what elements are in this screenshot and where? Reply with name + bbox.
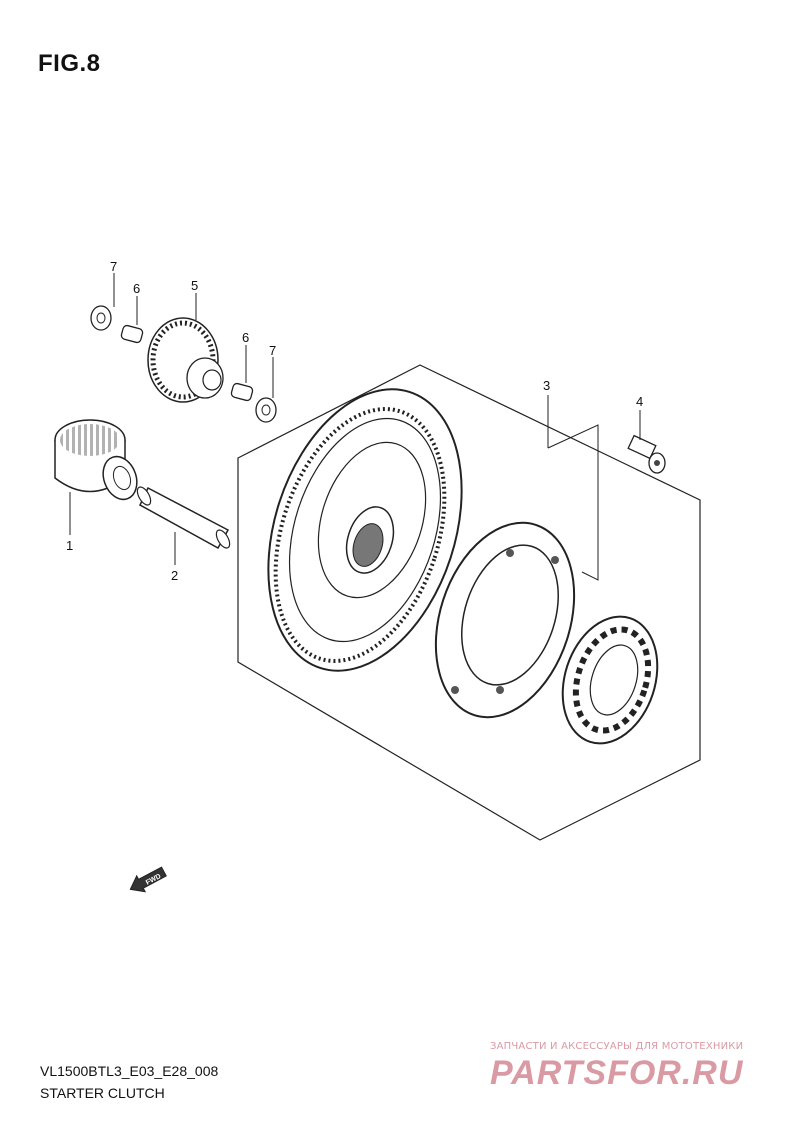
callout-5: 5 — [191, 278, 198, 293]
callout-2: 2 — [171, 568, 178, 583]
callout-7-upper: 7 — [110, 259, 117, 274]
bush-lower — [230, 382, 254, 402]
callout-4: 4 — [636, 394, 643, 409]
fwd-arrow-icon: FWD — [129, 866, 167, 893]
assembly-outline — [237, 364, 701, 841]
callout-6-upper: 6 — [133, 281, 140, 296]
callout-7-lower: 7 — [269, 343, 276, 358]
bolt — [627, 434, 666, 474]
reduction-gear — [147, 317, 224, 403]
clutch-housing — [434, 521, 576, 719]
watermark-logo-text: PARTSFOR.RU — [490, 1054, 744, 1091]
bush-upper — [120, 324, 144, 344]
callout-1: 1 — [66, 538, 73, 553]
section-name: STARTER CLUTCH — [40, 1085, 165, 1101]
idle-gear — [54, 419, 138, 501]
callout-6-lower: 6 — [242, 330, 249, 345]
leader-lines — [69, 273, 641, 565]
washer-upper — [90, 305, 112, 331]
bolt-bracket-line — [547, 424, 599, 581]
washer-lower — [255, 397, 277, 423]
watermark-logo: PARTSFOR.RU — [490, 1054, 744, 1091]
callout-3: 3 — [543, 378, 550, 393]
watermark-tagline: ЗАПЧАСТИ И АКСЕССУАРЫ ДЛЯ МОТОТЕХНИКИ — [490, 1041, 744, 1052]
idle-shaft — [136, 486, 231, 550]
ring-gear — [267, 388, 463, 672]
one-way-clutch — [561, 615, 659, 745]
model-code: VL1500BTL3_E03_E28_008 — [40, 1063, 219, 1079]
figure-title: FIG.8 — [38, 50, 101, 77]
